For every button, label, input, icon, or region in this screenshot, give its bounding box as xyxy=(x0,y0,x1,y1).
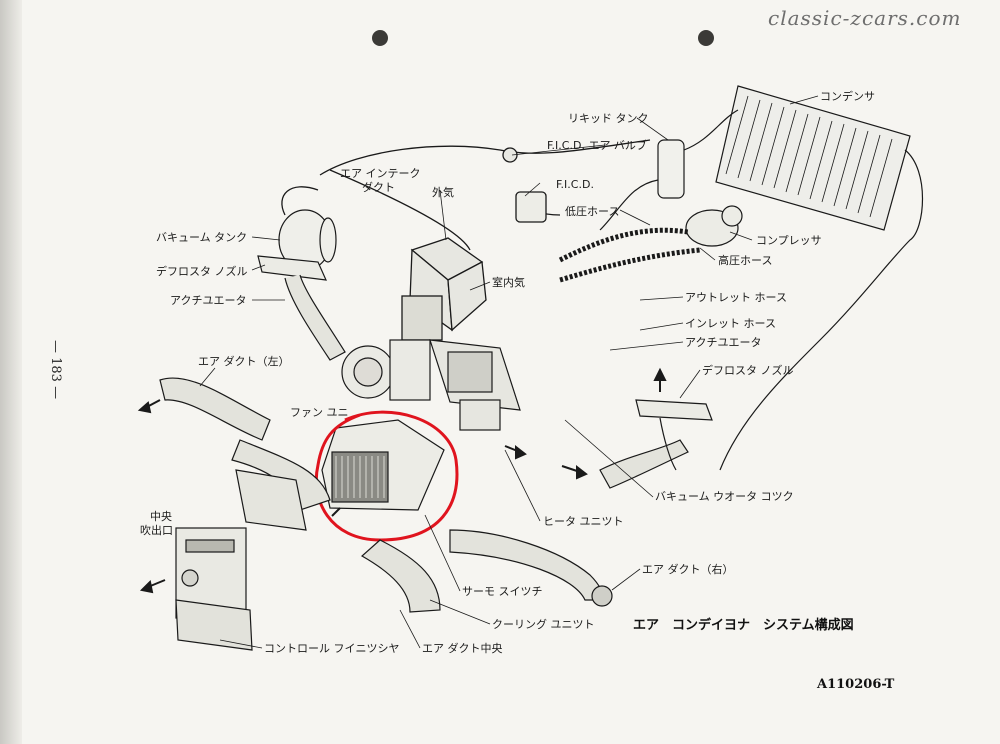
label-air-duct-center: エア ダクト中央 xyxy=(422,642,503,655)
label-air-duct-left: エア ダクト（左） xyxy=(198,355,290,368)
label-inside-air: 室内気 xyxy=(492,276,525,289)
defroster-nozzle-left-drawing xyxy=(257,255,346,361)
label-air-intake-duct-line1: エア インテーク xyxy=(340,167,421,180)
label-center-outlet-line2: 吹出口 xyxy=(140,524,173,537)
label-compressor: コンプレッサ xyxy=(756,234,822,247)
compressor-drawing xyxy=(685,205,743,247)
airflow-arrows xyxy=(137,367,667,594)
page-binding-edge xyxy=(0,0,22,744)
label-air-duct-right: エア ダクト（右） xyxy=(642,563,734,576)
label-heater-unit: ヒータ ユニツト xyxy=(543,515,624,528)
cooling-unit-drawing xyxy=(321,419,445,511)
label-defroster-nozzle-right: デフロスタ ノズル xyxy=(702,364,794,377)
refrigerant-hoses xyxy=(558,227,701,283)
fan-unit-drawing xyxy=(341,339,431,401)
label-fan-unit: ファン ユニ xyxy=(290,406,349,419)
label-high-pressure-hose: 高圧ホース xyxy=(718,254,773,267)
label-low-pressure-hose: 低圧ホース xyxy=(565,205,620,218)
label-inlet-hose: インレット ホース xyxy=(685,317,776,330)
red-highlight-circle xyxy=(314,410,459,542)
label-vacuum-tank: バキューム タンク xyxy=(156,231,248,244)
air-ducts xyxy=(159,377,689,613)
center-outlet-drawing xyxy=(175,469,307,651)
liquid-tank-drawing xyxy=(599,109,739,231)
punch-hole-left xyxy=(372,30,388,46)
label-liquid-tank: リキッド タンク xyxy=(568,112,649,125)
label-control-finisher: コントロール フイニツシヤ xyxy=(264,642,400,655)
label-cooling-unit: クーリング ユニツト xyxy=(492,618,595,631)
condenser-drawing xyxy=(715,85,923,471)
label-outlet-hose: アウトレット ホース xyxy=(685,291,787,304)
vacuum-tank-drawing xyxy=(278,209,337,271)
label-air-intake-duct-line2: ダクト xyxy=(362,181,395,194)
label-ficd: F.I.C.D. xyxy=(556,178,594,191)
punch-hole-right xyxy=(698,30,714,46)
label-ficd-air-valve: F.I.C.D. エア バルブ xyxy=(547,139,647,152)
label-thermo-switch: サーモ スイツチ xyxy=(462,585,543,598)
vacuum-lines xyxy=(281,139,651,251)
figure-id: A110206-T xyxy=(817,677,895,692)
air-intake-duct-drawing xyxy=(401,237,487,341)
diagram-caption: エア コンデイヨナ システム構成図 xyxy=(633,618,854,633)
label-outside-air: 外気 xyxy=(432,186,454,199)
label-actuator-left: アクチユエータ xyxy=(170,294,247,307)
label-actuator-right: アクチユエータ xyxy=(685,336,762,349)
heater-unit-drawing xyxy=(429,339,521,431)
label-center-outlet-line1: 中央 xyxy=(150,510,172,523)
leader-lines xyxy=(199,95,819,649)
label-vacuum-water-cock: バキューム ウオータ コツク xyxy=(655,490,794,503)
label-defroster-nozzle-left: デフロスタ ノズル xyxy=(156,265,248,278)
defroster-nozzle-right-drawing xyxy=(635,399,713,471)
label-condenser: コンデンサ xyxy=(820,90,875,103)
watermark: classic-zcars.com xyxy=(768,6,962,30)
